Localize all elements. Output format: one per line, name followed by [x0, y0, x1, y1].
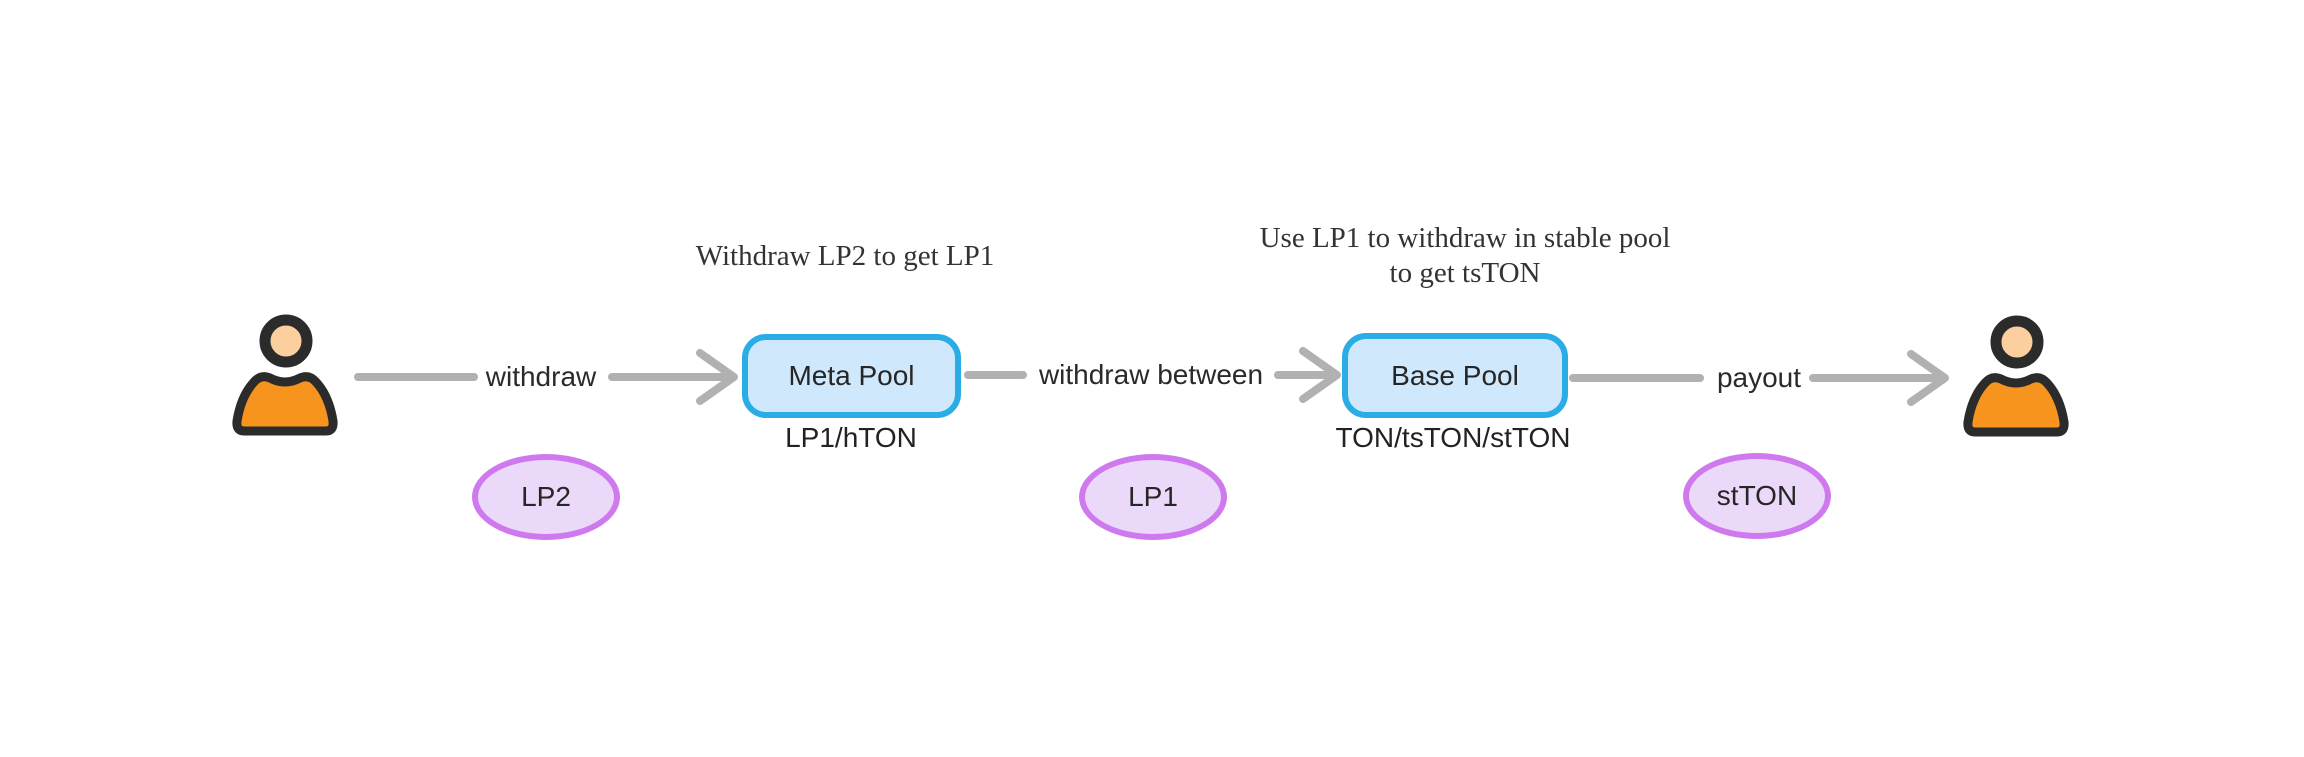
token-lp1: LP1 [1079, 454, 1227, 540]
user-head [259, 314, 313, 368]
node-base-pool-sublabel: TON/tsTON/stTON [1335, 422, 1571, 453]
node-meta-pool-label: Meta Pool [788, 360, 915, 391]
edge-withdraw-arrowhead-icon [696, 349, 738, 405]
user-icon [232, 314, 338, 436]
user-body [1963, 373, 2069, 437]
edge-label-payout: payout [1716, 362, 1802, 393]
token-lp2: LP2 [472, 454, 620, 540]
edge-label-withdraw-between: withdraw between [1038, 359, 1264, 390]
edge-withdraw-between-arrowhead-icon [1299, 347, 1341, 403]
edge-label-withdraw: withdraw [485, 361, 597, 392]
node-meta-pool-sublabel: LP1/hTON [785, 422, 917, 453]
annotation-base-pool-line1: Use LP1 to withdraw in stable pool [1259, 222, 1671, 254]
user-head [1990, 315, 2044, 369]
user-icon [1963, 315, 2069, 437]
user-body [232, 372, 338, 436]
node-base-pool: Base Pool [1342, 333, 1568, 418]
token-stton: stTON [1683, 453, 1831, 539]
token-lp2-label: LP2 [521, 481, 571, 512]
annotation-base-pool-line2: to get tsTON [1389, 257, 1541, 289]
annotation-base-pool: Use LP1 to withdraw in stable pool to ge… [1180, 221, 1750, 291]
annotation-meta-pool: Withdraw LP2 to get LP1 [695, 240, 995, 272]
node-base-pool-label: Base Pool [1391, 359, 1519, 391]
node-meta-pool: Meta Pool [742, 334, 961, 418]
token-stton-label: stTON [1716, 480, 1798, 511]
edge-payout-arrowhead-icon [1907, 350, 1949, 406]
token-lp1-label: LP1 [1128, 481, 1178, 512]
